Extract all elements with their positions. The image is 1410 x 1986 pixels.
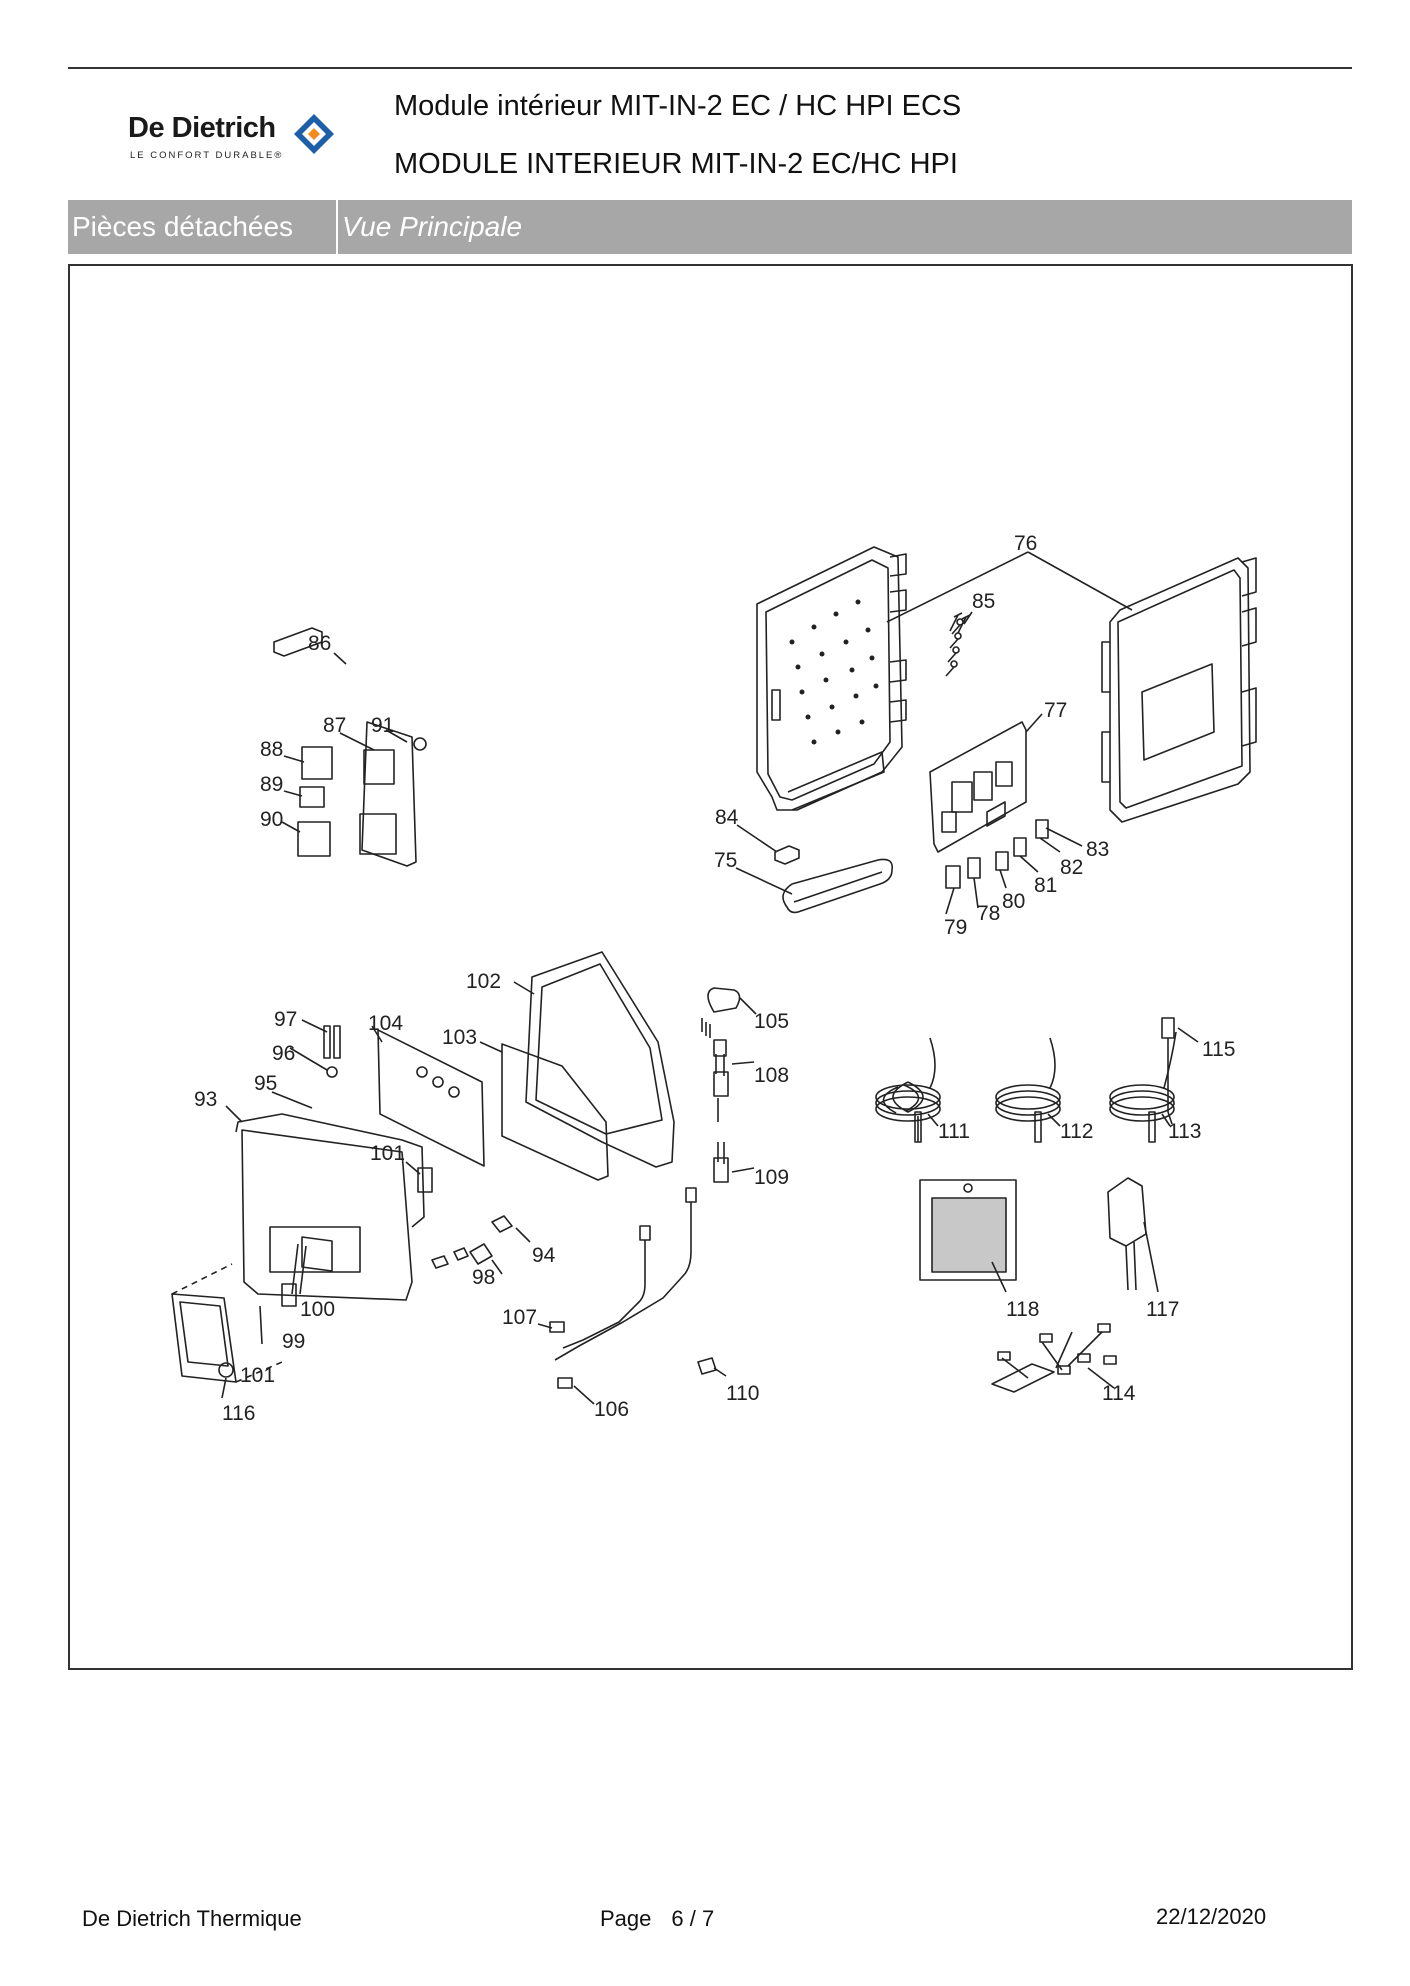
lower-case-assembly (235, 1113, 425, 1301)
part-label-102: 102 (466, 970, 501, 993)
keypad-116 (171, 1293, 237, 1383)
page-current: 6 (671, 1906, 684, 1931)
document-subtitle: MODULE INTERIEUR MIT-IN-2 EC/HC HPI (394, 148, 958, 180)
display-board-104 (377, 1029, 485, 1167)
part-label-106: 106 (594, 1398, 629, 1421)
part-label-112: 112 (1060, 1120, 1093, 1143)
part-label-110: 110 (726, 1382, 759, 1405)
section-divider (336, 200, 338, 254)
probes-111-113 (875, 1017, 1177, 1143)
harness-114 (991, 1323, 1117, 1393)
top-rule (68, 67, 1352, 69)
enclosure-back-panel (756, 546, 907, 811)
part-label-117: 117 (1146, 1298, 1179, 1321)
control-board-77 (929, 721, 1027, 853)
part-label-85: 85 (972, 590, 995, 613)
part-label-88: 88 (260, 738, 283, 761)
part-label-96: 96 (272, 1042, 295, 1065)
part-label-104: 104 (368, 1012, 403, 1035)
part-label-113: 113 (1168, 1120, 1201, 1143)
part-label-87: 87 (323, 714, 346, 737)
part-label-115: 115 (1202, 1038, 1235, 1061)
part-label-116: 116 (222, 1402, 255, 1425)
part-label-78: 78 (977, 902, 1000, 925)
part-label-89: 89 (260, 773, 283, 796)
back-panel-holes (789, 599, 879, 745)
part-label-108: 108 (754, 1064, 789, 1087)
part-label-95: 95 (254, 1072, 277, 1095)
part-label-79: 79 (944, 916, 967, 939)
logo-name: De Dietrich (128, 112, 276, 144)
electrical-board-left (273, 627, 427, 867)
page-separator: / (689, 1906, 696, 1931)
logo-diamond-icon (294, 114, 334, 154)
part-label-86: 86 (308, 632, 331, 655)
part-label-111: 111 (938, 1120, 970, 1143)
part-label-80: 80 (1002, 890, 1025, 913)
section-label-text: Pièces détachées (72, 211, 294, 242)
screws-85 (945, 612, 971, 677)
page-label: Page (600, 1906, 652, 1931)
footer-page-indicator: Page 6 / 7 (600, 1906, 714, 1932)
part-label-76: 76 (1014, 532, 1037, 555)
section-view-name: Vue Principale (342, 211, 523, 242)
brand-logo: De Dietrich LE CONFORT DURABLE® (128, 108, 348, 168)
part-label-107: 107 (502, 1306, 537, 1329)
logo-tagline: LE CONFORT DURABLE® (130, 150, 284, 161)
part-label-84: 84 (715, 806, 739, 829)
part-label-109: 109 (754, 1166, 789, 1189)
part-label-91: 91 (371, 714, 394, 737)
part-label-93: 93 (194, 1088, 217, 1111)
section-bar: Pièces détachées Vue Principale (68, 200, 1352, 254)
part-label-101: 101 (370, 1142, 405, 1165)
part-label-99: 99 (282, 1330, 305, 1353)
part-label-94: 94 (532, 1244, 556, 1267)
enclosure-front-cover (1101, 557, 1257, 823)
part-label-83: 83 (1086, 838, 1109, 861)
footer-company: De Dietrich Thermique (82, 1906, 302, 1931)
part-label-118: 118 (1006, 1298, 1039, 1321)
cover-frame-102 (525, 951, 675, 1168)
part-label-75: 75 (714, 849, 737, 872)
part-label-77: 77 (1044, 699, 1067, 722)
part-label-103: 103 (442, 1026, 477, 1049)
part-label-105: 105 (754, 1010, 789, 1033)
part-label-90: 90 (260, 808, 283, 831)
footer-date: 22/12/2020 (1156, 1904, 1267, 1929)
part-label-100: 100 (300, 1298, 335, 1321)
page-total: 7 (702, 1906, 715, 1931)
part-label-81: 81 (1034, 874, 1057, 897)
document-title: Module intérieur MIT-IN-2 EC / HC HPI EC… (394, 90, 962, 122)
part-label-98: 98 (472, 1266, 495, 1289)
section-label: Pièces détachées (70, 200, 334, 254)
part-label-114: 114 (1102, 1382, 1136, 1405)
plug-117 (1107, 1177, 1147, 1291)
connectors-78-83 (945, 819, 1049, 889)
part-label-97: 97 (274, 1008, 297, 1031)
part-label-82: 82 (1060, 856, 1083, 879)
part-label-101: 101 (240, 1364, 275, 1387)
